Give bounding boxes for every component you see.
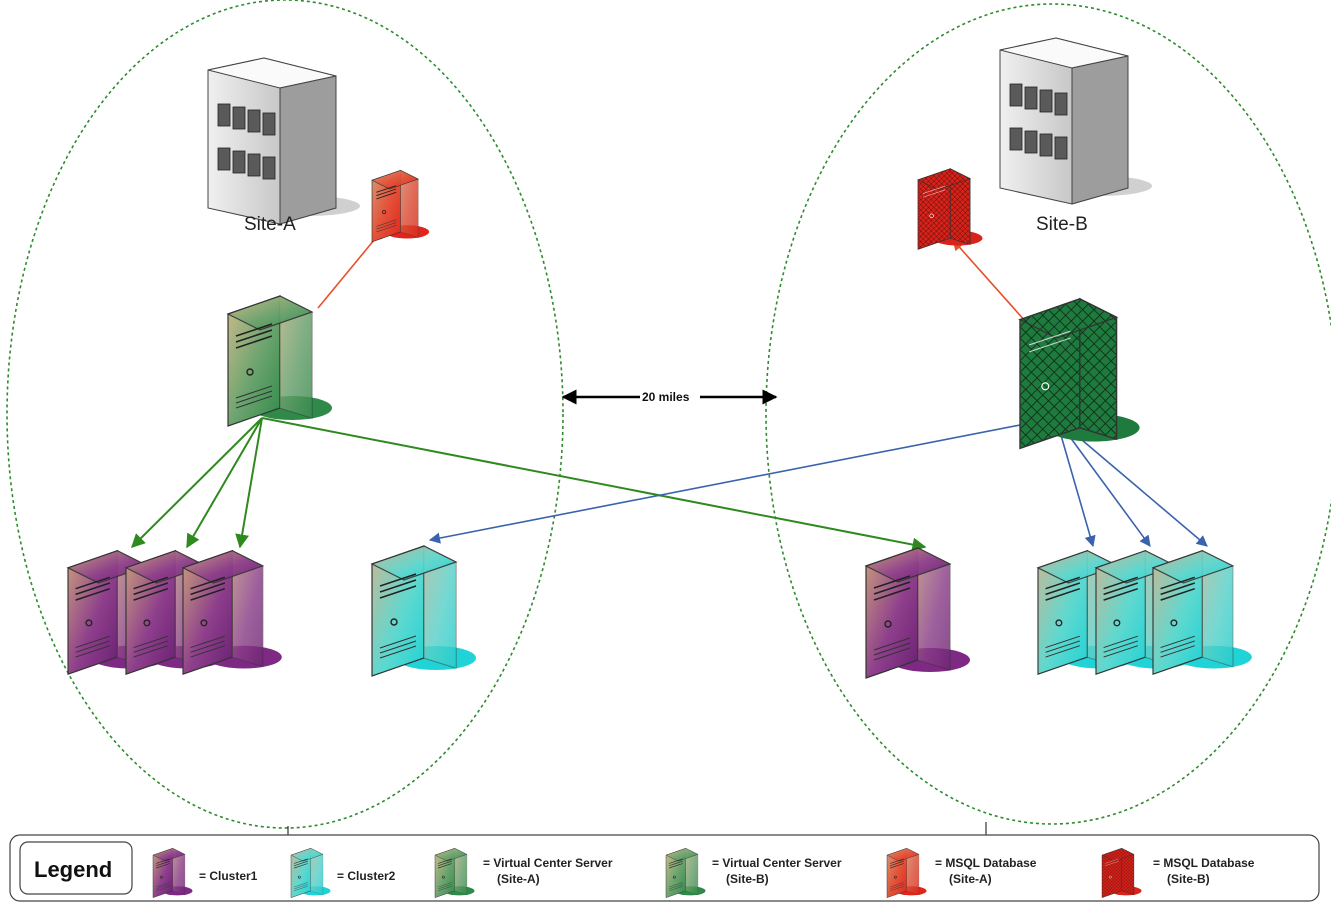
building-site-b-icon	[999, 37, 1152, 205]
legend-item-sublabel: (Site-B)	[1167, 872, 1210, 886]
cluster2-server-sitea-icon	[370, 545, 476, 677]
legend-title: Legend	[34, 857, 112, 882]
cluster1-server-3-icon	[181, 549, 282, 676]
green-server-icon	[665, 847, 706, 899]
legend-item-sublabel: (Site-B)	[726, 872, 769, 886]
link-vc-b-to-c2-1	[1055, 417, 1096, 548]
legend-item-label: = Cluster2	[337, 869, 396, 883]
red-server-icon	[886, 847, 927, 899]
legend-item-label: = Virtual Center Server	[712, 856, 842, 870]
purple-server-icon	[152, 847, 193, 899]
cyan-server-icon	[290, 847, 331, 899]
db-site-b-icon	[917, 168, 983, 250]
legend-frame	[9, 834, 1320, 902]
link-vc-b-to-db-b	[952, 239, 1027, 323]
distance-label: 20 miles	[642, 390, 690, 404]
red-hatched-server-icon	[1101, 847, 1142, 899]
site-a-boundary	[6, 0, 564, 829]
building-site-a-icon	[207, 57, 360, 225]
link-vc-b-to-c2-sitea	[428, 417, 1057, 544]
legend-item-label: = Virtual Center Server	[483, 856, 613, 870]
green-server-icon	[434, 847, 475, 899]
legend-item-sublabel: (Site-A)	[497, 872, 540, 886]
distance-indicator: 20 miles	[561, 389, 778, 405]
site-b-label: Site-B	[1036, 214, 1088, 235]
link-vc-a-to-c1-1	[131, 417, 263, 548]
site-a-label: Site-A	[244, 214, 296, 235]
legend-item-label: = MSQL Database	[1153, 856, 1255, 870]
db-site-a-icon	[371, 169, 430, 243]
vc-server-site-a-icon	[226, 295, 332, 427]
vc-server-site-b-icon	[1018, 297, 1140, 450]
link-vc-a-to-c1-3	[235, 417, 263, 549]
legend: Legend = Cluster1 = Cluster2 = Virtual Cen…	[9, 822, 1320, 902]
servers	[66, 168, 1252, 679]
site-b-boundary	[765, 3, 1331, 825]
link-vc-a-to-c1-siteb	[261, 417, 927, 552]
cluster1-server-siteb-icon	[864, 547, 970, 679]
legend-title-box	[19, 841, 133, 895]
legend-item-label: = Cluster1	[199, 869, 258, 883]
legend-item-sublabel: (Site-A)	[949, 872, 992, 886]
cluster2-server-3-icon	[1151, 549, 1252, 676]
link-vc-a-to-c1-2	[186, 417, 263, 549]
legend-item-label: = MSQL Database	[935, 856, 1037, 870]
